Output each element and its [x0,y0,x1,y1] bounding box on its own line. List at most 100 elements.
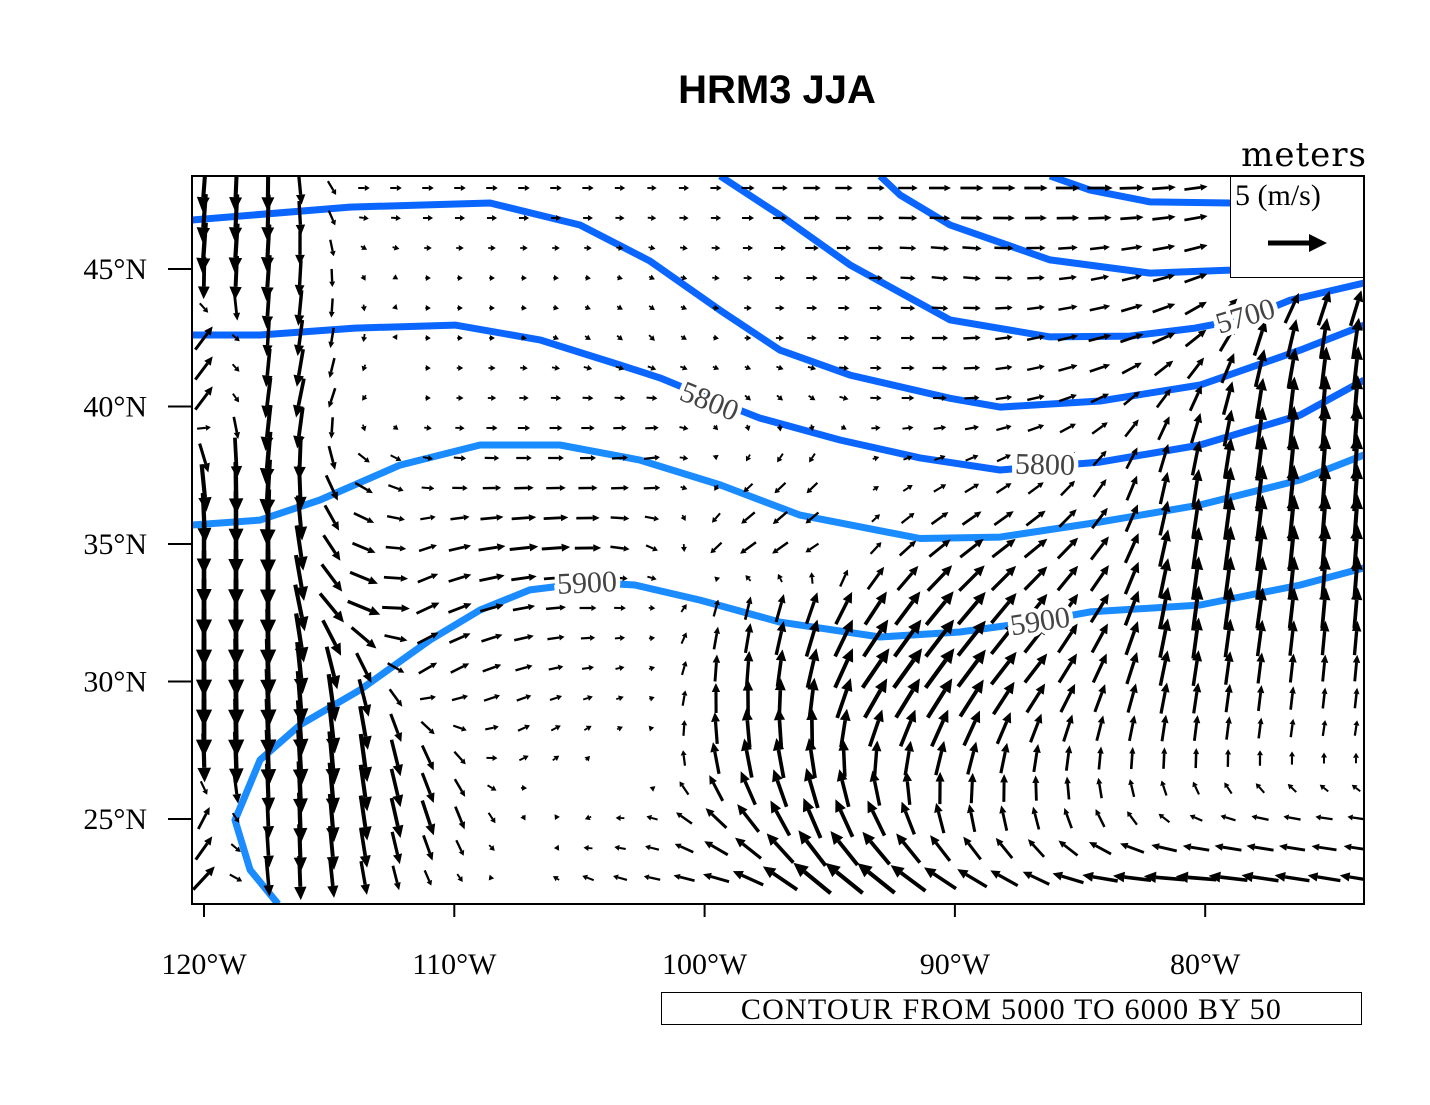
wind-vector [1026,244,1046,251]
wind-vector [870,335,882,342]
wind-vector [320,563,343,592]
wind-vector [933,395,947,401]
wind-vector [648,244,656,251]
wind-vector [903,740,914,776]
wind-vector [293,348,305,387]
wind-vector [548,664,564,671]
wind-vector [1151,332,1176,345]
wind-vector [808,424,815,432]
wind-vector [1027,394,1045,402]
wind-vector [229,255,242,301]
wind-vector [990,565,1017,592]
wind-vector [902,484,913,492]
wind-vector [1220,353,1235,384]
wind-vector [868,245,884,251]
wind-vector [774,275,786,281]
wind-vector [1029,713,1043,743]
wind-vector [1123,561,1140,595]
wind-vector [1347,814,1364,821]
wind-vector [1311,843,1337,852]
wind-vector [1060,452,1075,465]
wind-vector [898,540,917,557]
wind-vector [806,275,818,281]
wind-vector [857,863,896,895]
wind-vector [995,483,1012,494]
wind-vector [425,364,431,371]
wind-vector [509,543,539,552]
wind-vector [745,575,752,582]
wind-vector [774,594,786,623]
wind-vector [862,831,892,866]
wind-vector [417,573,439,584]
wind-vector [616,244,624,251]
wind-vector [554,814,560,821]
wind-vector [547,634,565,641]
wind-vector [1157,586,1172,630]
wind-vector [550,395,562,402]
wind-vector [231,363,240,372]
wind-vector [934,802,946,834]
wind-vector [392,244,400,251]
wind-vector [839,395,849,401]
wind-vector [1026,364,1045,372]
wind-vector [392,334,398,341]
wind-vector [712,334,719,341]
wind-vector [836,769,851,808]
wind-vector [1022,871,1050,886]
wind-vector [1090,393,1110,404]
wind-vector [1096,777,1103,799]
wind-vector [450,663,470,674]
wind-vector [611,484,629,491]
wind-vector [425,394,431,401]
contour-line-5700 [718,176,1364,341]
wind-vector [457,335,463,341]
wind-vector [383,574,409,582]
wind-vector [263,859,274,897]
wind-vector [392,424,399,430]
wind-vector-layer [192,176,1364,901]
lat-tick-label: 40°N [83,391,147,424]
wind-vector [199,780,208,795]
wind-vector [992,184,1016,192]
wind-vector [520,784,528,791]
wind-vector [863,678,888,719]
wind-vector [1059,423,1076,434]
wind-vector [488,844,495,851]
wind-vector [514,484,534,491]
wind-vector [995,275,1013,282]
wind-vector [808,572,815,584]
wind-vector [712,626,720,650]
wind-vector [1123,391,1141,406]
wind-vector [809,453,816,463]
wind-vector [425,274,431,281]
wind-vector [521,274,527,281]
wind-vector [1217,298,1238,319]
wind-vector [680,543,687,552]
wind-vector [1088,214,1112,222]
wind-vector [648,604,656,611]
wind-vector [1223,586,1236,630]
wind-vector [1027,839,1046,858]
wind-vector [1121,244,1143,251]
wind-vector [840,424,847,430]
contour-label: 5900 [556,565,617,601]
wind-vector [616,274,623,281]
wind-vector [711,244,721,251]
wind-vector [923,867,957,891]
wind-vector [611,454,628,461]
wind-vector [199,302,209,313]
wind-vector [1252,320,1268,357]
wind-vector [931,275,949,282]
wind-vector [456,395,464,401]
wind-vector [962,710,981,747]
wind-vector [1058,304,1078,311]
wind-vector [197,424,211,431]
reference-vector-box: 5 (m/s) [1230,177,1363,278]
wind-vector [389,797,404,838]
wind-vector [993,511,1014,527]
wind-vector [898,185,918,191]
wind-vector [1082,871,1119,883]
wind-vector [1274,872,1310,883]
wind-vector [744,424,751,432]
